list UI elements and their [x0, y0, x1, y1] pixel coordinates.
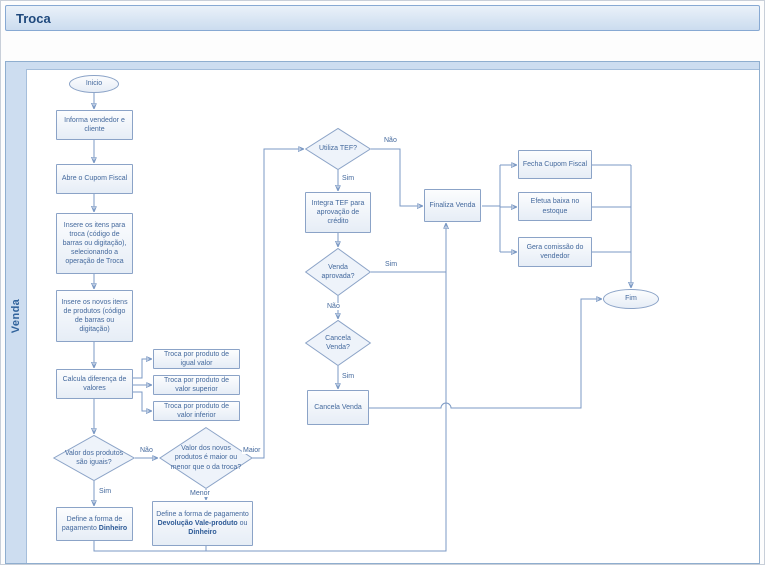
- node-label: Integra TEF para aprovação de crédito: [311, 199, 365, 226]
- node-insere-itens-troca: Insere os itens para troca (código de ba…: [56, 213, 133, 274]
- node-gera-comissao: Gera comissão do vendedor: [518, 237, 592, 267]
- node-start-inicio: Inicio: [69, 75, 119, 93]
- node-label: Informa vendedor e cliente: [64, 116, 125, 133]
- node-define-pagamento-dinheiro: Define a forma de pagamento Dinheiro: [56, 507, 133, 541]
- node-label: Valor dos novos produtos é maior ou meno…: [170, 445, 242, 471]
- node-label: Insere os novos itens de produtos (códig…: [61, 298, 128, 334]
- node-define-pagamento-devolucao: Define a forma de pagamento Devolução Va…: [152, 501, 253, 546]
- edge-label-tef-nao: Não: [383, 137, 398, 144]
- node-troca-valor-superior: Troca por produto de valor superior: [153, 375, 240, 395]
- node-decision-valor-maior-menor: Valor dos novos produtos é maior ou meno…: [159, 427, 253, 489]
- node-label: Valor dos produtos são iguais?: [64, 449, 124, 466]
- node-end-fim: Fim: [603, 289, 659, 309]
- node-label: Define a forma de pagamento Dinheiro: [61, 515, 128, 532]
- lane-header-venda: Venda: [6, 69, 27, 563]
- node-calcula-diferenca: Calcula diferença de valores: [56, 369, 133, 399]
- node-decision-valor-iguais: Valor dos produtos são iguais?: [53, 435, 135, 481]
- edge-label-aprovada-sim: Sim: [384, 261, 399, 268]
- lane-label-text: Venda: [10, 298, 22, 334]
- node-troca-igual-valor: Troca por produto de igual valor: [153, 349, 240, 369]
- node-label: Venda aprovada?: [321, 263, 355, 280]
- node-label: Insere os itens para troca (código de ba…: [62, 221, 127, 266]
- node-label: Troca por produto de igual valor: [163, 350, 230, 367]
- edge-label-maior: Maior: [242, 447, 262, 454]
- node-label: Abre o Cupom Fiscal: [61, 175, 128, 183]
- node-decision-cancela-venda: Cancela Venda?: [305, 320, 371, 366]
- node-label: Troca por produto de valor inferior: [163, 402, 230, 419]
- node-label: Define a forma de pagamento Devolução Va…: [156, 510, 249, 537]
- node-cancela-venda: Cancela Venda: [307, 390, 369, 425]
- edge-label-iguais-nao: Não: [139, 447, 154, 454]
- node-integra-tef: Integra TEF para aprovação de crédito: [305, 192, 371, 233]
- node-informa-vendedor-cliente: Informa vendedor e cliente: [56, 110, 133, 140]
- pool-top-band: [6, 62, 759, 70]
- node-decision-venda-aprovada: Venda aprovada?: [305, 248, 371, 296]
- node-label: Troca por produto de valor superior: [163, 376, 230, 393]
- node-fecha-cupom-fiscal: Fecha Cupom Fiscal: [518, 150, 592, 179]
- node-label: Utiliza TEF?: [319, 145, 357, 153]
- diagram-title-bar: Troca: [5, 5, 760, 31]
- edge-label-tef-sim: Sim: [341, 175, 356, 182]
- node-label: Efetua baixa no estoque: [530, 198, 580, 215]
- edge-label-cancela-sim: Sim: [341, 373, 356, 380]
- node-label: Cancela Venda: [314, 403, 362, 411]
- node-abre-cupom-fiscal: Abre o Cupom Fiscal: [56, 164, 133, 194]
- node-label: Calcula diferença de valores: [62, 375, 127, 392]
- edge-label-aprovada-nao: Não: [326, 303, 341, 310]
- edge-label-menor: Menor: [189, 490, 211, 497]
- diagram-title: Troca: [16, 10, 51, 26]
- diamond-shape: [305, 128, 371, 170]
- node-label: Cancela Venda?: [325, 334, 351, 351]
- node-insere-novos-itens: Insere os novos itens de produtos (códig…: [56, 290, 133, 342]
- node-efetua-baixa-estoque: Efetua baixa no estoque: [518, 192, 592, 221]
- node-label: Fim: [625, 295, 637, 303]
- node-finaliza-venda: Finaliza Venda: [424, 189, 481, 222]
- node-decision-utiliza-tef: Utiliza TEF?: [305, 128, 371, 170]
- edge-label-iguais-sim: Sim: [98, 488, 113, 495]
- node-label: Gera comissão do vendedor: [526, 243, 584, 260]
- node-troca-valor-inferior: Troca por produto de valor inferior: [153, 401, 240, 421]
- node-label: Finaliza Venda: [429, 201, 476, 209]
- node-label: Fecha Cupom Fiscal: [522, 160, 588, 168]
- node-label: Inicio: [85, 80, 103, 88]
